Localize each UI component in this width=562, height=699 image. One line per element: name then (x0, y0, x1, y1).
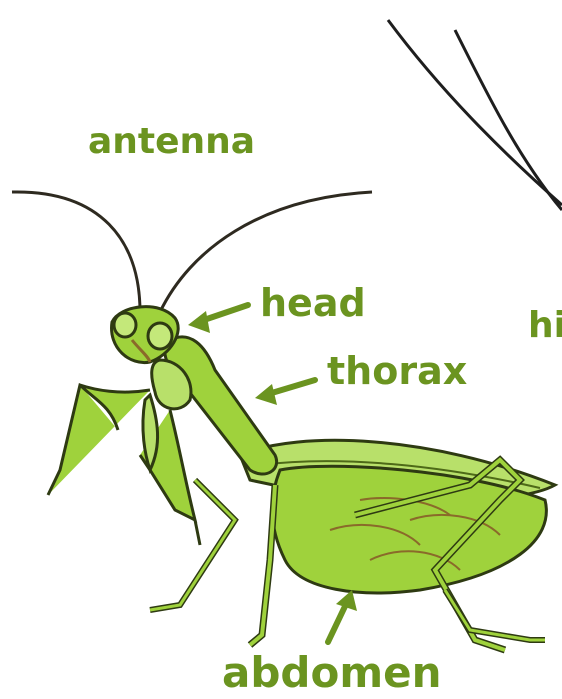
background-antenna-2 (455, 30, 562, 210)
head-label: head (260, 284, 366, 322)
abdomen-arrow (328, 590, 357, 642)
thorax-arrow (255, 380, 315, 405)
head-arrow (188, 305, 248, 333)
thorax-label: thorax (327, 352, 467, 390)
left-antenna (12, 192, 140, 312)
left-eye (114, 313, 136, 337)
middle-leg-left (150, 480, 235, 610)
partial-label-right: hi (528, 308, 562, 344)
antenna-label: antenna (88, 124, 255, 160)
left-foreleg (48, 385, 150, 495)
right-eye (148, 323, 172, 349)
abdomen-label: abdomen (222, 652, 441, 694)
